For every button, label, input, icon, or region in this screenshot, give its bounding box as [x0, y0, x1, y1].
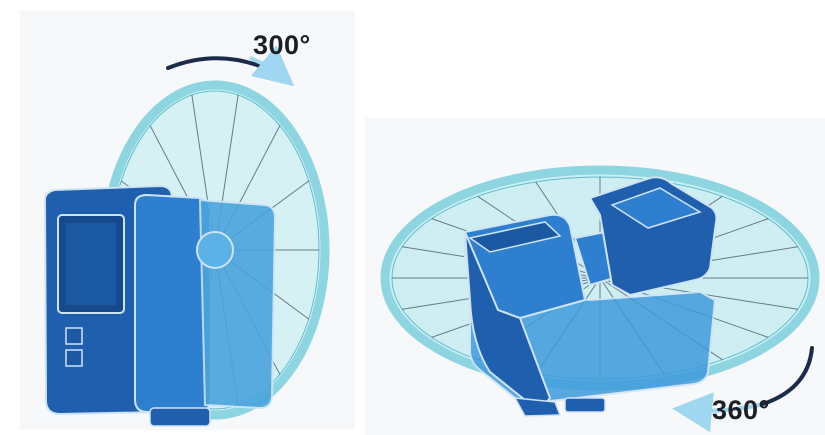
vertical-rotation-arrow: [166, 45, 295, 87]
scanner-vertical: [43, 184, 277, 427]
vertical-rotation-angle-label: 300°: [253, 30, 311, 60]
scanner-horizontal: [464, 176, 718, 417]
horizontal-rotation-angle-label: 360°: [712, 395, 770, 425]
horizontal-rotation-arrow: [672, 346, 814, 433]
